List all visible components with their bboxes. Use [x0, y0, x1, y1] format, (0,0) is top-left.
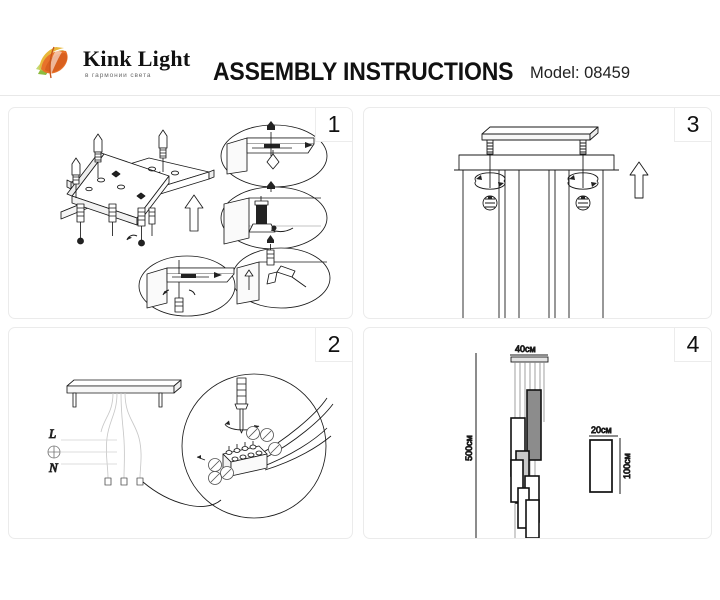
detail-callout-fix-bracket	[138, 255, 236, 317]
rotate-arrow-icon	[567, 172, 599, 190]
screw-icon	[93, 133, 103, 178]
step-4-illustration: 40см	[364, 328, 711, 538]
pendant-rod-icon	[510, 389, 542, 538]
wall-anchor-icon	[108, 203, 117, 236]
swirl-leaf-logo-icon	[32, 44, 76, 84]
overall-height-label: 500см	[464, 435, 474, 461]
panel-step-1: 1	[8, 107, 353, 319]
panel-step-2: 2	[8, 327, 353, 539]
terminal-detail	[196, 377, 334, 485]
step-number-badge: 3	[674, 108, 711, 142]
screwdriver-icon	[234, 377, 249, 434]
detail-callout-drill	[220, 181, 328, 250]
pendant-height-label: 100см	[622, 453, 632, 479]
wall-anchor-icon	[148, 207, 156, 236]
wire-marker	[208, 426, 282, 485]
up-arrow-icon	[629, 161, 649, 199]
supply-wires	[61, 439, 117, 465]
panel-step-3: 3	[363, 107, 712, 319]
brand-text: Kink Light в гармонии света	[83, 48, 191, 80]
step-2-illustration: L N	[9, 328, 352, 538]
wall-anchor-icon	[137, 207, 146, 247]
canopy-plate-icon	[454, 154, 619, 171]
threaded-rod-icon	[486, 139, 494, 188]
page-title: ASSEMBLY INSTRUCTIONS	[213, 58, 514, 86]
mounting-plate-icon	[66, 379, 182, 408]
earth-symbol-icon	[47, 445, 61, 459]
magnifier-circle-icon	[142, 373, 327, 519]
brand-tagline: в гармонии света	[85, 72, 152, 80]
sheet-header: Kink Light в гармонии света ASSEMBLY INS…	[0, 0, 720, 96]
screw-icon	[71, 157, 81, 198]
suspension-cable-icon	[462, 170, 604, 318]
threaded-rod-icon	[579, 139, 587, 188]
overall-width-label: 40см	[515, 344, 536, 354]
step-3-illustration	[364, 108, 711, 318]
neutral-wire-label: N	[48, 460, 59, 475]
pendant-detail	[589, 435, 621, 494]
wire-icon	[100, 392, 142, 479]
header-divider	[0, 95, 720, 96]
decorative-nut-icon	[575, 195, 591, 211]
ceiling-plate-icon	[481, 126, 599, 141]
detail-callout-drill-mark	[220, 121, 328, 188]
brand-name: Kink Light	[83, 46, 191, 72]
live-wire-label: L	[48, 426, 56, 441]
up-arrow-icon	[184, 194, 204, 232]
rotate-arrow-icon	[474, 172, 506, 190]
terminal-block-icon	[222, 441, 268, 477]
step-number-badge: 1	[315, 108, 352, 142]
wall-anchor-icon	[76, 203, 85, 245]
decorative-nut-icon	[482, 195, 498, 211]
step-number-badge: 4	[674, 328, 711, 362]
brand-logo: Kink Light в гармонии света	[32, 44, 191, 84]
step-number-badge: 2	[315, 328, 352, 362]
step-1-illustration	[9, 108, 352, 318]
panel-step-4: 4 40см	[363, 327, 712, 539]
canopy-plate-icon	[510, 356, 549, 363]
detail-callout-insert-anchor	[231, 235, 331, 309]
model-number: Model: 08459	[530, 64, 630, 82]
pendant-width-label: 20см	[591, 425, 612, 435]
screw-icon	[158, 129, 168, 172]
